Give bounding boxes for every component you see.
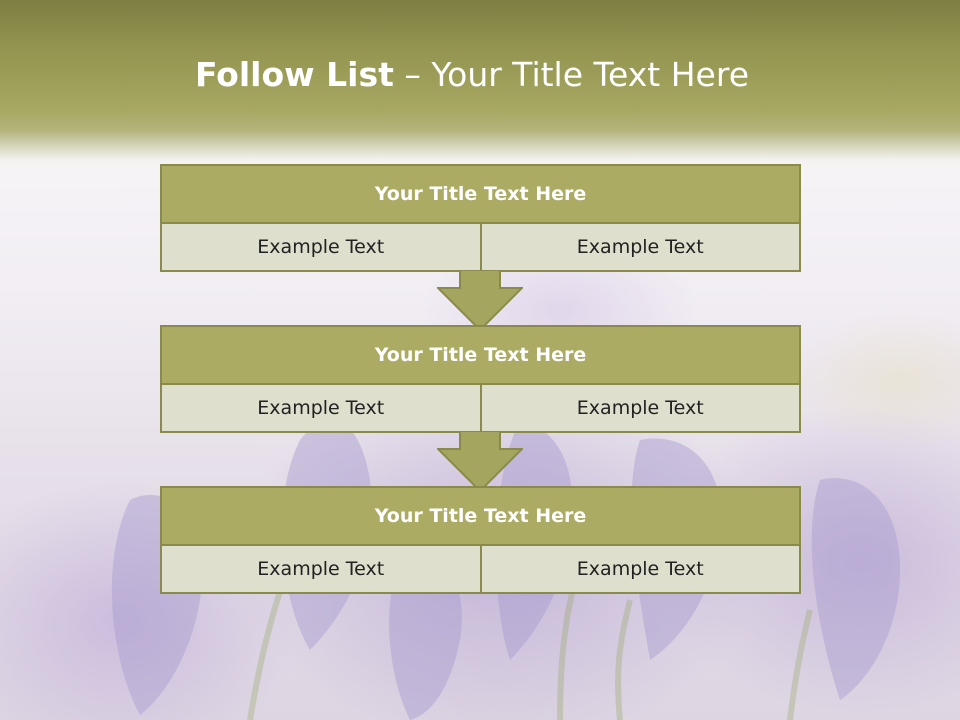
down-arrow-icon (437, 431, 523, 493)
step-left-text: Example Text (162, 385, 482, 431)
step-row: Example Text Example Text (162, 385, 799, 431)
step-right-text: Example Text (481, 385, 799, 431)
header-band (0, 0, 960, 175)
step-box-2: Your Title Text Here Example Text Exampl… (160, 325, 801, 433)
step-right-text: Example Text (481, 224, 799, 270)
step-right-text: Example Text (481, 546, 799, 592)
step-title: Your Title Text Here (162, 327, 799, 385)
step-box-1: Your Title Text Here Example Text Exampl… (160, 164, 801, 272)
step-box-3: Your Title Text Here Example Text Exampl… (160, 486, 801, 594)
step-row: Example Text Example Text (162, 546, 799, 592)
step-title: Your Title Text Here (162, 488, 799, 546)
step-title: Your Title Text Here (162, 166, 799, 224)
down-arrow-icon (437, 270, 523, 332)
slide-title-bold: Follow List (194, 55, 394, 94)
slide-title-separator: – (393, 55, 432, 94)
slide-title-rest: Your Title Text Here (431, 55, 750, 94)
step-row: Example Text Example Text (162, 224, 799, 270)
slide-title: Follow List – Your Title Text Here (0, 52, 944, 98)
step-left-text: Example Text (162, 224, 482, 270)
step-left-text: Example Text (162, 546, 482, 592)
